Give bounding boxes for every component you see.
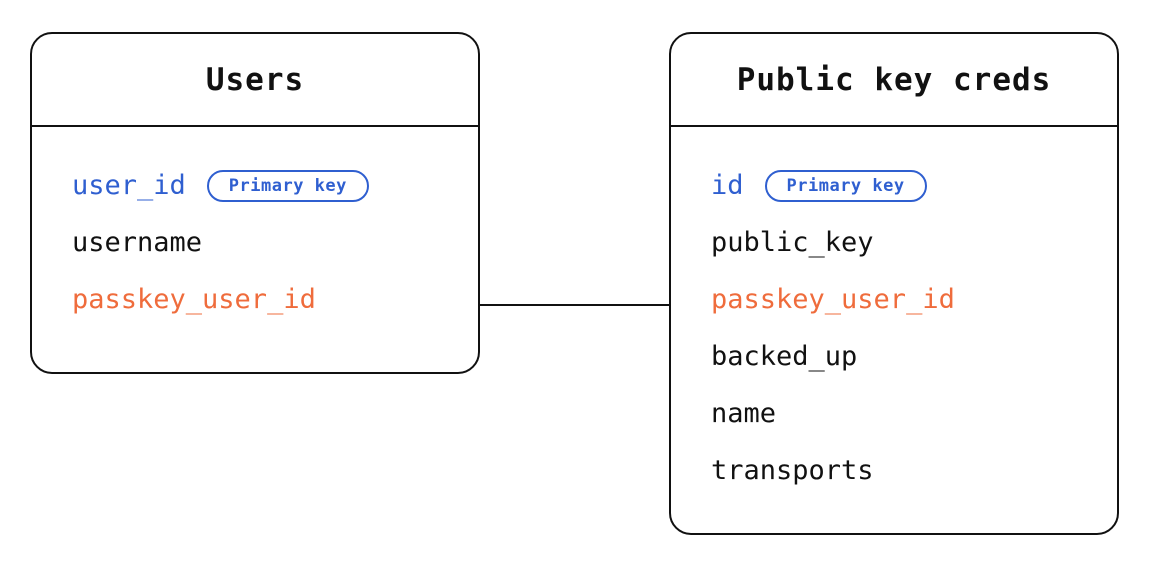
er-table-header-users: Users: [32, 34, 478, 127]
er-field-name-id: id: [711, 170, 744, 201]
primary-key-badge: Primary key: [206, 169, 369, 202]
relation-connector-passkey-user-id: [479, 304, 670, 306]
er-table-header-public-key-creds: Public key creds: [671, 34, 1117, 127]
er-field-row[interactable]: public_key: [671, 214, 1117, 271]
er-field-row[interactable]: passkey_user_id: [671, 271, 1117, 328]
er-table-public-key-creds[interactable]: Public key creds id Primary key public_k…: [669, 32, 1119, 535]
er-field-row[interactable]: id Primary key: [671, 157, 1117, 214]
er-field-name-passkey-user-id: passkey_user_id: [72, 284, 316, 315]
er-field-row[interactable]: transports: [671, 442, 1117, 499]
er-field-row[interactable]: user_id Primary key: [32, 157, 478, 214]
er-field-list-public-key-creds: id Primary key public_key passkey_user_i…: [671, 127, 1117, 499]
er-field-row[interactable]: backed_up: [671, 328, 1117, 385]
er-field-row[interactable]: passkey_user_id: [32, 271, 478, 328]
primary-key-badge: Primary key: [764, 169, 927, 202]
er-field-row[interactable]: username: [32, 214, 478, 271]
er-table-users[interactable]: Users user_id Primary key username passk…: [30, 32, 480, 374]
er-table-title-public-key-creds: Public key creds: [736, 61, 1052, 98]
er-field-name-public-key: public_key: [711, 227, 874, 258]
er-field-name-name: name: [711, 398, 777, 429]
er-field-name-username: username: [72, 227, 203, 258]
er-field-list-users: user_id Primary key username passkey_use…: [32, 127, 478, 328]
er-field-name-transports: transports: [711, 455, 874, 486]
er-field-row[interactable]: name: [671, 385, 1117, 442]
er-field-name-backed-up: backed_up: [711, 341, 858, 372]
er-field-name-passkey-user-id: passkey_user_id: [711, 284, 955, 315]
er-table-title-users: Users: [205, 61, 305, 98]
er-field-name-user-id: user_id: [72, 170, 186, 201]
